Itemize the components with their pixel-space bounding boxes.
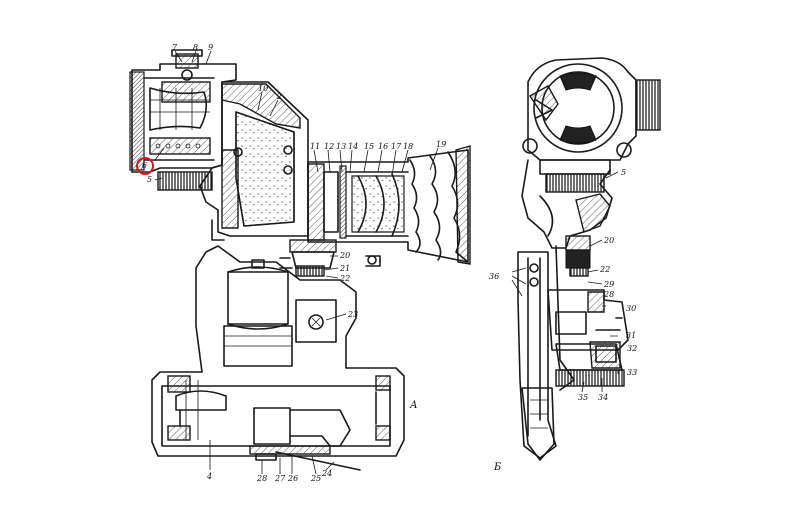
callout-16: 16 bbox=[378, 142, 388, 151]
callout-33: 33 bbox=[627, 368, 637, 377]
callout-25: 25 bbox=[310, 474, 321, 483]
view-b-drawing bbox=[517, 57, 661, 461]
callout-35: 35 bbox=[578, 393, 588, 402]
callout-13: 13 bbox=[336, 142, 346, 151]
view-a-callouts: 7 8 9 10 2 6 5 11 12 13 14 15 16 17 18 1… bbox=[142, 43, 446, 483]
callout-28-b: 28 bbox=[603, 290, 614, 299]
callout-32: 32 bbox=[627, 344, 637, 353]
callout-22: 22 bbox=[339, 274, 350, 283]
callout-27: 27 bbox=[274, 474, 286, 483]
callout-20-b: 20 bbox=[603, 236, 614, 245]
callout-22-b: 22 bbox=[599, 265, 610, 274]
callout-29: 29 bbox=[603, 280, 614, 289]
callout-17: 17 bbox=[391, 142, 402, 151]
callout-11: 11 bbox=[310, 142, 320, 151]
callout-31: 31 bbox=[626, 331, 636, 340]
callout-18: 18 bbox=[403, 142, 413, 151]
callout-2: 2 bbox=[276, 92, 282, 101]
callout-15: 15 bbox=[364, 142, 374, 151]
callout-10: 10 bbox=[258, 84, 268, 93]
callout-23: 23 bbox=[347, 310, 358, 319]
callout-4: 4 bbox=[206, 472, 212, 481]
view-a-title: А bbox=[409, 400, 418, 411]
callout-6: 6 bbox=[142, 161, 147, 170]
callout-19: 19 bbox=[436, 140, 446, 149]
callout-30: 30 bbox=[626, 304, 636, 313]
callout-9: 9 bbox=[208, 43, 213, 52]
callout-28: 28 bbox=[256, 474, 267, 483]
callout-5-b: 5 bbox=[621, 168, 626, 177]
callout-8: 8 bbox=[193, 43, 198, 52]
leader-lines bbox=[154, 50, 619, 475]
callout-20: 20 bbox=[339, 251, 350, 260]
callout-24: 24 bbox=[321, 469, 332, 478]
highlight-circle bbox=[136, 157, 154, 175]
callout-12: 12 bbox=[324, 142, 334, 151]
callout-14: 14 bbox=[348, 142, 358, 151]
view-b-callouts: 5 20 36 22 29 28 30 31 32 33 35 34 Б bbox=[489, 168, 637, 473]
callout-34: 34 bbox=[598, 393, 608, 402]
view-b-title: Б bbox=[493, 462, 502, 473]
callout-21: 21 bbox=[339, 264, 350, 273]
callout-7: 7 bbox=[172, 43, 178, 52]
callout-36: 36 bbox=[489, 272, 499, 281]
callout-26: 26 bbox=[287, 474, 298, 483]
callout-5: 5 bbox=[147, 175, 152, 184]
view-a-drawing bbox=[129, 49, 471, 471]
